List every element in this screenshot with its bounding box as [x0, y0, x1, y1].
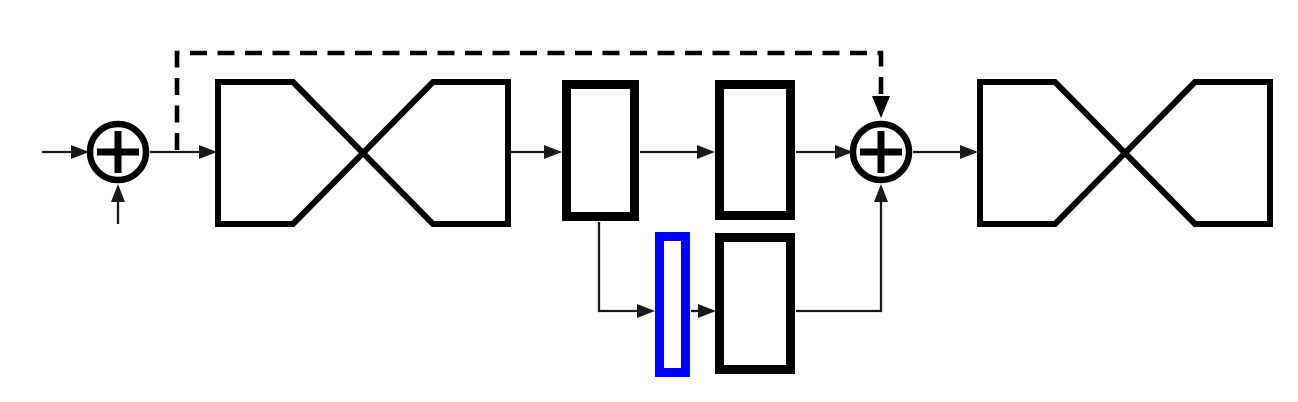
arrowhead-into-adder2: [835, 145, 853, 159]
arrowhead-into-highlight: [637, 304, 655, 318]
arrowhead-into-block2: [697, 145, 715, 159]
crossover-block-1: [215, 79, 511, 227]
arrowhead-input: [71, 145, 89, 159]
edge-block3-to-adder2: [796, 202, 883, 313]
rectangle-blocks: [562, 80, 795, 374]
plus-icon: [860, 131, 902, 173]
arrowhead-into-crossover2: [960, 145, 978, 159]
arrowhead-bottom-adder1: [111, 184, 125, 202]
arrowhead-into-block3: [698, 304, 716, 318]
thin-highlight-block: [655, 232, 690, 377]
crossover-blocks: [215, 79, 1273, 227]
tall-block-1: [562, 80, 639, 221]
dashed-bypass-connection: [174, 50, 890, 150]
crossover-block-2: [977, 79, 1273, 227]
arrowhead-bottom-adder2: [874, 184, 888, 202]
tall-block-2: [715, 80, 795, 220]
sum-junction-2: [849, 120, 913, 184]
plus-icon: [97, 131, 139, 173]
arrow-heads: [71, 145, 978, 318]
arrowhead-into-block1: [544, 145, 562, 159]
connector-lines: [42, 150, 961, 313]
tall-block-3: [715, 233, 795, 374]
edge-branch-block1-down: [597, 222, 638, 313]
sum-junction-1: [86, 120, 150, 184]
dashed-bypass-line: [174, 50, 884, 150]
dashed-bypass-arrowhead: [872, 96, 890, 118]
arrowhead-into-crossover1: [199, 145, 217, 159]
